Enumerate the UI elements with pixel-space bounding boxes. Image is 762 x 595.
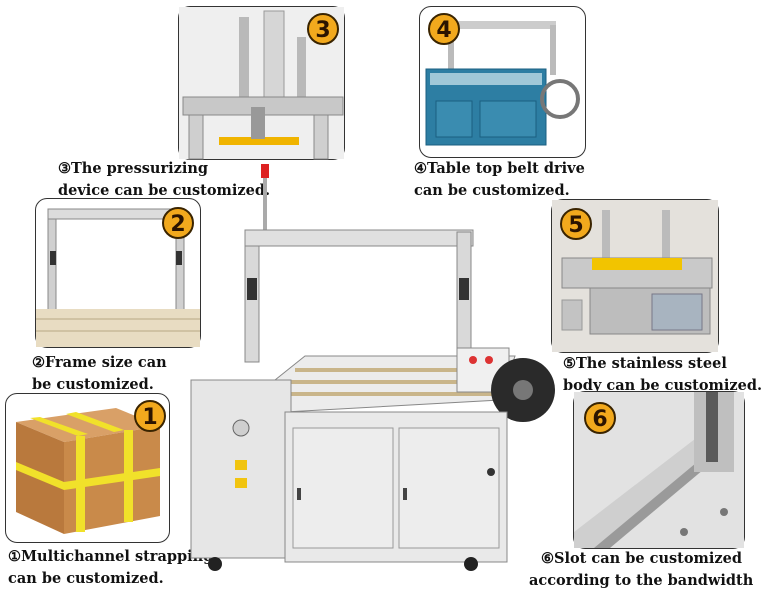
- frame-photo: [36, 208, 200, 347]
- panel-pressurizing-device: 3: [178, 6, 345, 160]
- number-badge-5: 5: [560, 208, 592, 240]
- number-badge-1: 1: [134, 400, 166, 432]
- number-badge-4: 4: [428, 13, 460, 45]
- caption-line: ①Multichannel strapping: [8, 548, 214, 565]
- caption-pressurizing-device: ③The pressurizing device can be customiz…: [58, 158, 270, 202]
- caption-line: can be customized.: [8, 570, 164, 587]
- caption-line: body can be customized.: [563, 377, 762, 394]
- caption-line: ⑤The stainless steel: [563, 355, 727, 372]
- panel-stainless-steel-body: 5: [551, 199, 719, 353]
- panel-table-top-belt-drive: 4: [419, 6, 586, 158]
- number-badge-2: 2: [162, 207, 194, 239]
- caption-line: ④Table top belt drive: [414, 160, 585, 177]
- caption-line: can be customized.: [414, 182, 570, 199]
- caption-frame-size: ②Frame size can be customized.: [32, 352, 167, 396]
- strapped-box-photo: [16, 408, 160, 534]
- caption-line: ⑥Slot can be customized: [541, 550, 742, 567]
- number-badge-3: 3: [307, 13, 339, 45]
- caption-line: device can be customized.: [58, 182, 271, 199]
- caption-slot: ⑥Slot can be customized according to the…: [529, 548, 753, 592]
- caption-line: according to the bandwidth: [529, 572, 754, 589]
- panel-multichannel-strapping: 1: [5, 393, 170, 543]
- strapping-machine-illustration: [190, 164, 555, 571]
- panel-slot: 6: [573, 391, 745, 549]
- caption-stainless-steel-body: ⑤The stainless steel body can be customi…: [563, 353, 762, 397]
- caption-multichannel-strapping: ①Multichannel strapping can be customize…: [8, 546, 213, 590]
- number-badge-6: 6: [584, 402, 616, 434]
- caption-line: ②Frame size can: [32, 354, 167, 371]
- caption-line: be customized.: [32, 376, 154, 393]
- panel-frame-size: 2: [35, 198, 201, 348]
- caption-table-top-belt-drive: ④Table top belt drive can be customized.: [414, 158, 585, 202]
- belt-drive-machine-photo: [425, 21, 580, 146]
- warning-light-icon: [261, 164, 269, 178]
- caption-line: ③The pressurizing: [58, 160, 209, 177]
